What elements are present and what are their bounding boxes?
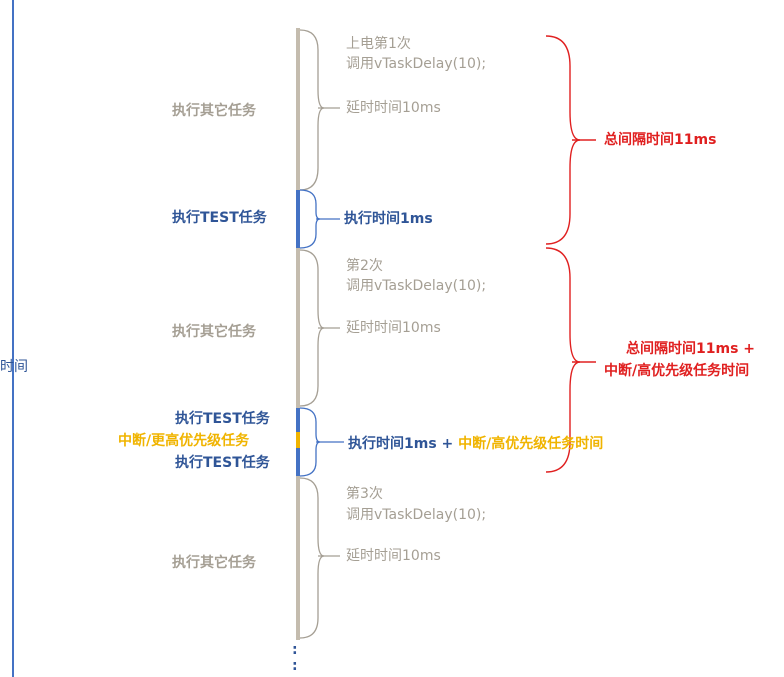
continuation-dots-2: : <box>292 658 298 674</box>
task-label-other2: 执行其它任务 <box>172 324 256 340</box>
annotation-delay2: 延时时间10ms <box>346 320 441 336</box>
annotation-second: 第2次 <box>346 258 383 274</box>
annotation-exec1: 执行时间1ms <box>344 211 433 227</box>
annotation-exec2: 执行时间1ms + 中断/高优先级任务时间 <box>348 435 603 451</box>
timeline-segment-other1 <box>296 28 300 190</box>
timeline-segment-test2a <box>296 408 300 432</box>
task-label-test2a: 执行TEST任务 <box>175 411 270 427</box>
timeline-segment-test2b <box>296 448 300 476</box>
total-interval-1: 总间隔时间11ms <box>604 132 717 148</box>
timeline-segment-test1 <box>296 190 300 248</box>
task-label-interrupt: 中断/更高优先级任务 <box>118 433 250 449</box>
annotation-delay3: 延时时间10ms <box>346 548 441 564</box>
continuation-dots-1: : <box>292 642 298 658</box>
annotation-call1: 调用vTaskDelay(10); <box>346 56 487 72</box>
task-label-other1: 执行其它任务 <box>172 103 256 119</box>
annotation-exec2-suffix: 中断/高优先级任务时间 <box>458 436 604 452</box>
annotation-call2: 调用vTaskDelay(10); <box>346 278 487 294</box>
annotation-call3: 调用vTaskDelay(10); <box>346 507 487 523</box>
annotation-third: 第3次 <box>346 486 383 502</box>
brace-delay1 <box>299 29 325 191</box>
task-label-other3: 执行其它任务 <box>172 555 256 571</box>
timeline-segment-other2 <box>296 248 300 408</box>
annotation-delay1: 延时时间10ms <box>346 100 441 116</box>
timeline-segment-other3 <box>296 476 300 640</box>
total-interval-2-line1: 总间隔时间11ms + <box>626 341 756 357</box>
annotation-power-on: 上电第1次 <box>346 36 411 52</box>
total-interval-2-line2: 中断/高优先级任务时间 <box>604 363 750 379</box>
task-label-test2b: 执行TEST任务 <box>175 455 270 471</box>
timeline-segment-interrupt <box>296 432 300 448</box>
task-label-test1: 执行TEST任务 <box>172 210 267 226</box>
annotation-exec2-prefix: 执行时间1ms + <box>348 436 459 452</box>
time-axis-label: 时间 <box>0 359 28 375</box>
brace-delay3 <box>299 477 325 639</box>
